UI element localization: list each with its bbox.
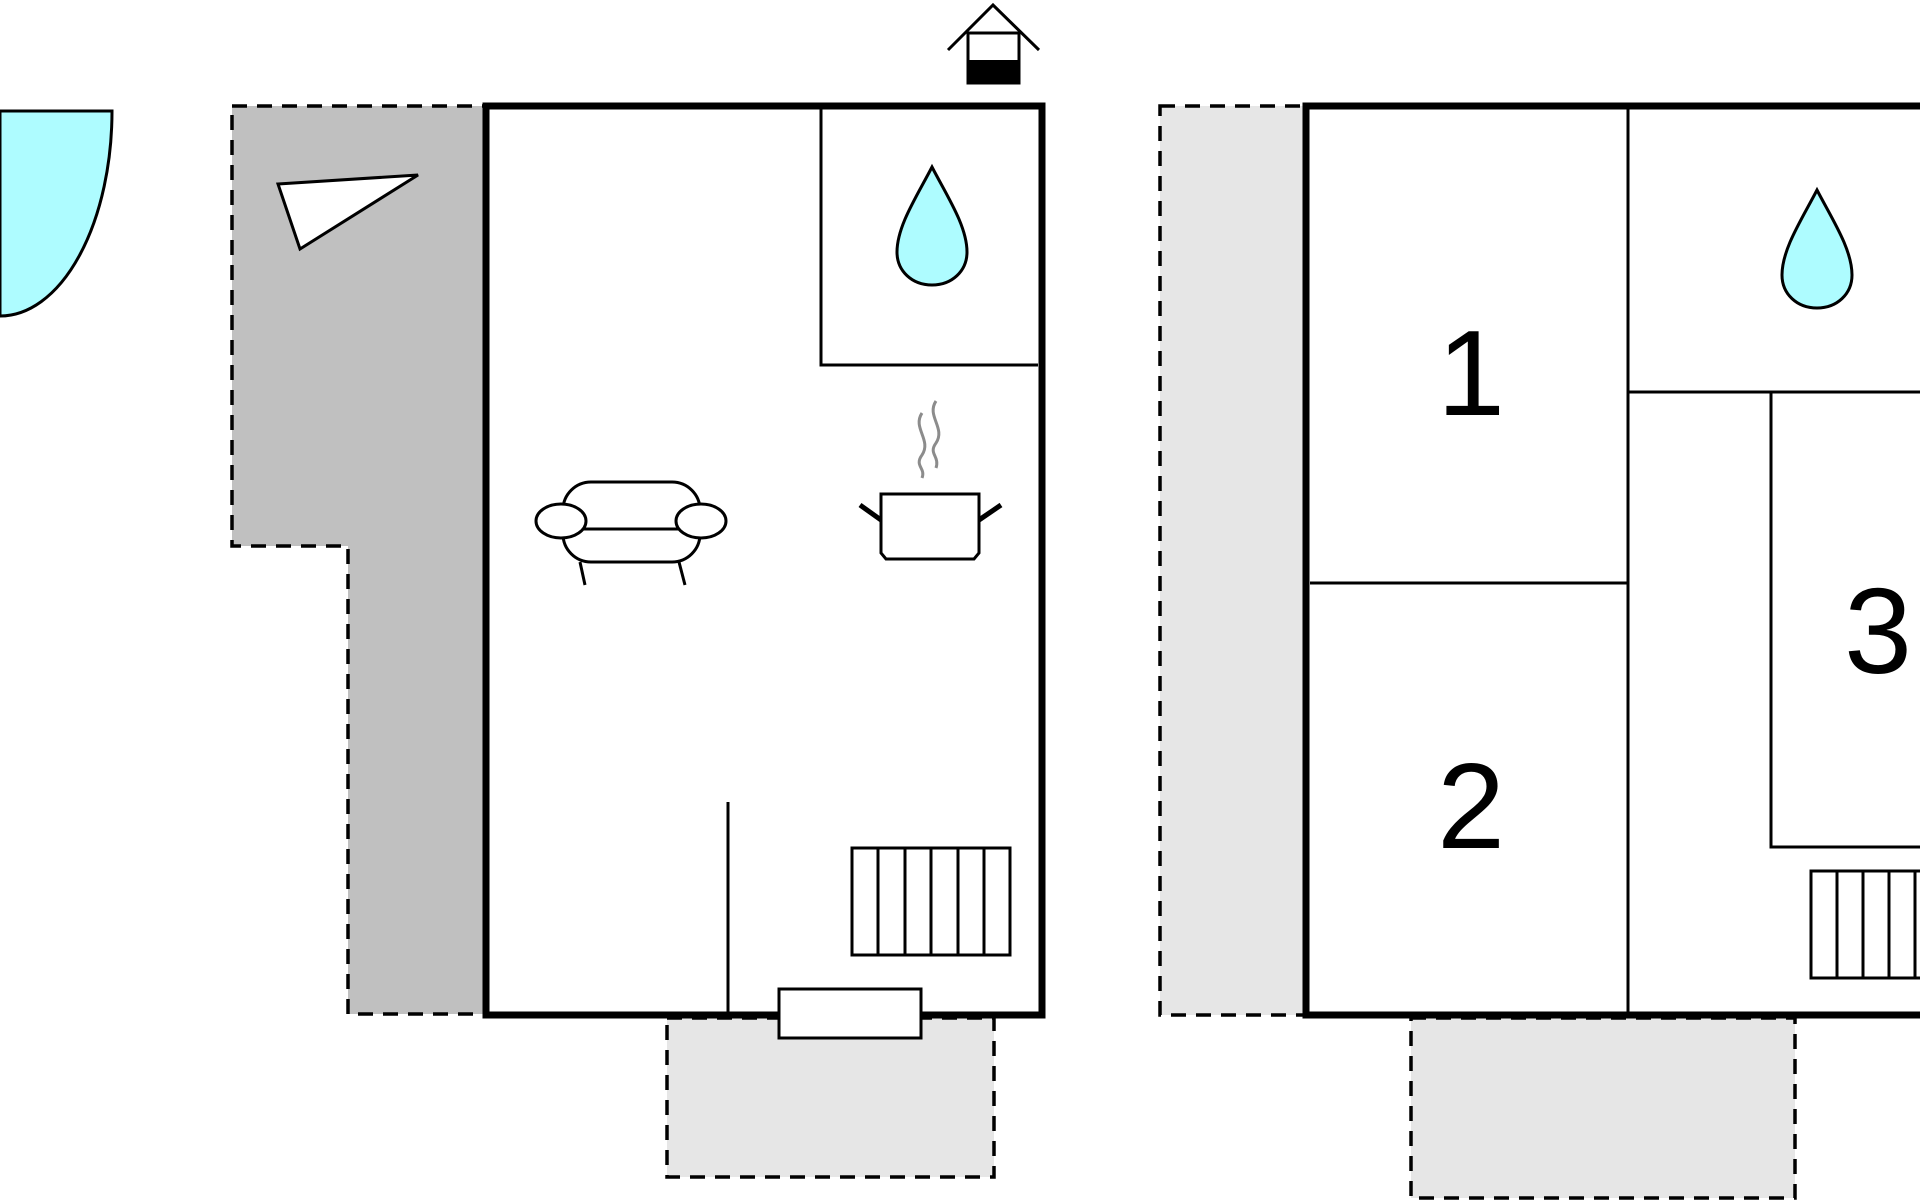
door-mat-icon <box>777 987 923 1040</box>
sofa-icon <box>534 480 728 586</box>
radiator-icon <box>1809 869 1920 980</box>
radiator-icon <box>850 846 1012 957</box>
bathroom-partition <box>819 109 1038 367</box>
balcony <box>1158 104 1308 1017</box>
partition-bedroom-3 <box>1769 392 1920 849</box>
shower-icon <box>895 163 969 287</box>
shower-icon <box>1780 186 1854 310</box>
sunlounger-icon <box>275 173 419 252</box>
chimney-icon <box>946 2 1041 85</box>
pool-icon <box>0 109 114 318</box>
room-number-3: 3 <box>1844 563 1912 699</box>
front-patio <box>665 1016 996 1179</box>
front-balcony <box>1409 1016 1797 1200</box>
cooking-pot-icon <box>858 400 1003 561</box>
covered-terrace <box>230 104 488 1016</box>
room-number-1: 1 <box>1437 305 1505 441</box>
room-number-2: 2 <box>1437 738 1505 874</box>
